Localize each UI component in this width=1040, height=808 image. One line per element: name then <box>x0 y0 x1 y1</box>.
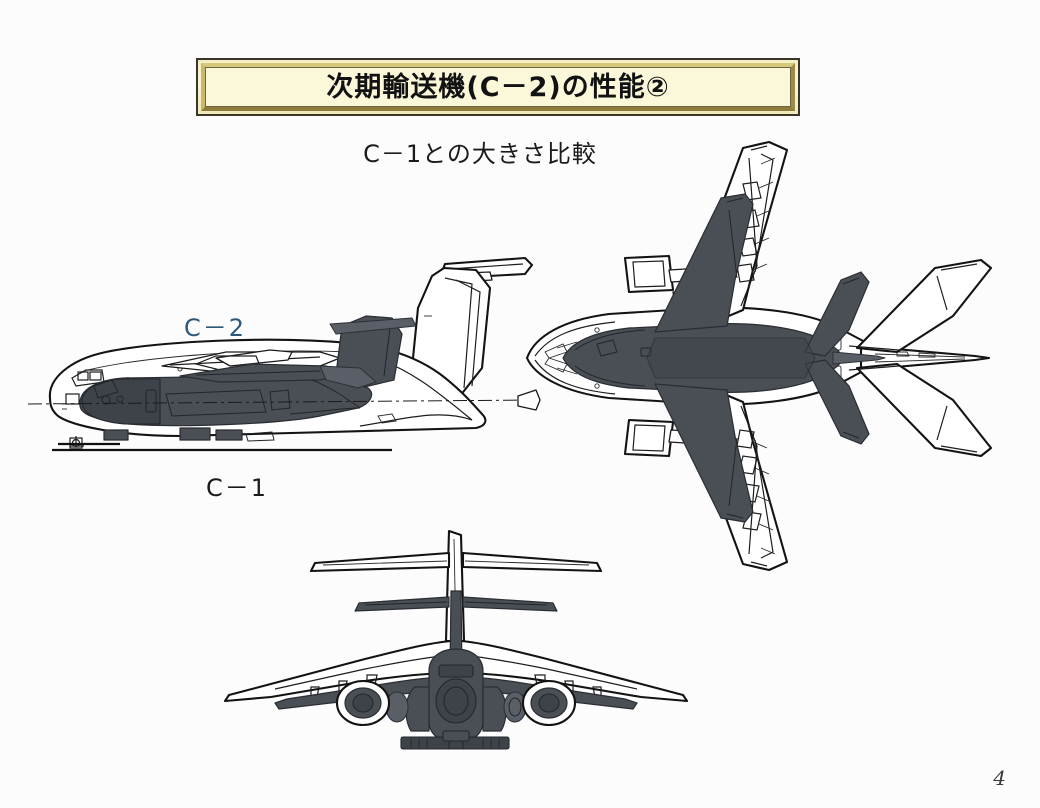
label-c2: C－2 <box>184 314 247 342</box>
front-view-diagram <box>215 525 695 765</box>
c1-front-filled <box>274 590 638 750</box>
c1-side-filled <box>79 315 417 427</box>
side-view-diagram <box>20 248 541 478</box>
top-view-diagram <box>505 140 1000 572</box>
title-banner-inner: 次期輸送機(C－2)の性能② <box>205 67 791 107</box>
page-number: 4 <box>993 766 1006 790</box>
centerline-axis <box>27 399 537 405</box>
label-c1: C－1 <box>206 474 269 502</box>
title-banner: 次期輸送機(C－2)の性能② <box>196 58 800 116</box>
subtitle: C－1との大きさ比較 <box>363 140 597 168</box>
c1-top-filled <box>562 193 886 523</box>
page-title: 次期輸送機(C－2)の性能② <box>326 71 670 103</box>
